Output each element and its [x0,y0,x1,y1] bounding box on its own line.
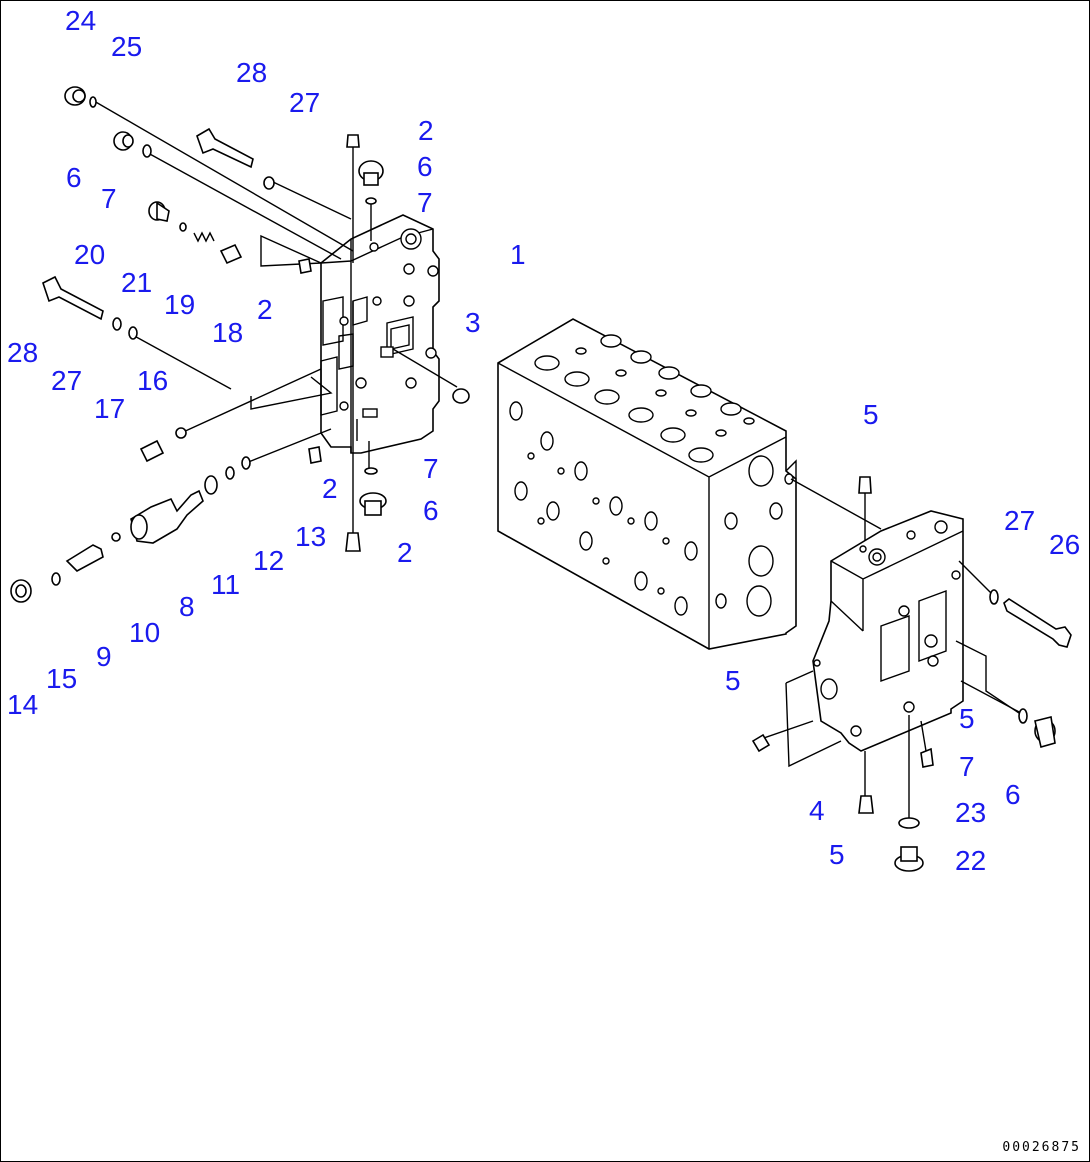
callout-6: 6 [417,151,433,182]
callout-1: 1 [510,239,526,270]
callout-11: 11 [211,569,241,600]
callout-21: 21 [121,267,153,298]
callout-5: 5 [725,665,741,696]
callout-10: 10 [129,617,161,648]
callout-5: 5 [863,399,879,430]
callout-26: 26 [1049,529,1081,560]
callout-25: 25 [111,31,143,62]
callout-2: 2 [257,294,273,325]
callout-9: 9 [96,641,112,672]
callout-6: 6 [423,495,439,526]
callout-7: 7 [423,453,439,484]
callout-6: 6 [66,162,82,193]
callout-7: 7 [959,751,975,782]
callout-27: 27 [51,365,83,396]
callout-23: 23 [955,797,987,828]
callout-8: 8 [179,591,195,622]
callout-27: 27 [289,87,321,118]
callout-5: 5 [829,839,845,870]
callout-14: 14 [7,689,39,720]
leader-lines [93,100,1022,821]
callout-17: 17 [94,393,126,424]
callout-15: 15 [46,663,78,694]
callout-2: 2 [322,473,338,504]
callout-28: 28 [7,337,39,368]
callout-22: 22 [955,845,987,876]
callout-24: 24 [65,5,97,36]
callout-18: 18 [212,317,244,348]
callout-2: 2 [397,537,413,568]
drawing-number: 00026875 [1002,1140,1081,1155]
callout-7: 7 [101,183,117,214]
callout-5: 5 [959,703,975,734]
callout-12: 12 [253,545,285,576]
valve-section-left [320,214,440,454]
callout-20: 20 [74,239,106,270]
callout-3: 3 [465,307,481,338]
callout-28: 28 [236,57,268,88]
callout-27: 27 [1004,505,1036,536]
main-valve-block [497,318,797,650]
callout-7: 7 [417,187,433,218]
callout-6: 6 [1005,779,1021,810]
small-parts [10,86,1072,872]
valve-section-right [812,510,964,752]
callout-16: 16 [137,365,169,396]
callout-13: 13 [295,521,327,552]
callout-2: 2 [418,115,434,146]
callout-4: 4 [809,795,825,826]
callout-19: 19 [164,289,196,320]
